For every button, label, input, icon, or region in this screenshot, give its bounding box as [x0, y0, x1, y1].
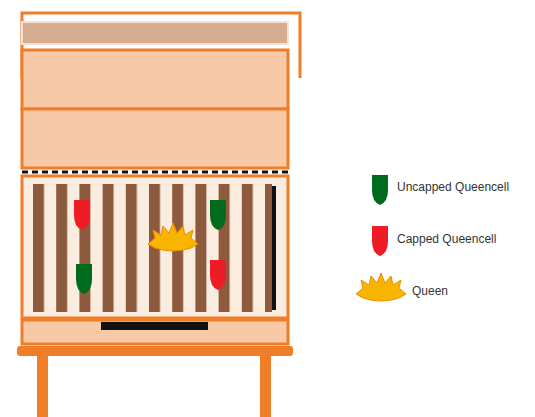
legend-label: Uncapped Queencell	[397, 180, 509, 194]
honey-super	[22, 50, 288, 109]
uncapped-queencell	[76, 264, 92, 294]
stand-top	[17, 346, 293, 356]
stand-leg	[260, 356, 271, 417]
capped-queencell	[74, 200, 90, 230]
capped-queencell	[210, 260, 226, 290]
stand-leg	[37, 356, 48, 417]
follower-board	[272, 186, 276, 310]
bottom-board	[22, 320, 288, 344]
uncapped-queencell	[210, 200, 226, 230]
frames	[33, 184, 272, 312]
legend-swatch	[372, 175, 388, 205]
inner-cover	[22, 22, 288, 44]
brood-box	[22, 176, 288, 318]
legend-label: Queen	[412, 284, 448, 298]
entrance	[101, 322, 208, 330]
honey-super	[22, 109, 288, 168]
legend-swatch	[372, 226, 388, 256]
legend-swatch	[356, 273, 406, 301]
legend-label: Capped Queencell	[397, 232, 496, 246]
queen-excluder	[22, 171, 288, 174]
queen	[148, 223, 198, 251]
